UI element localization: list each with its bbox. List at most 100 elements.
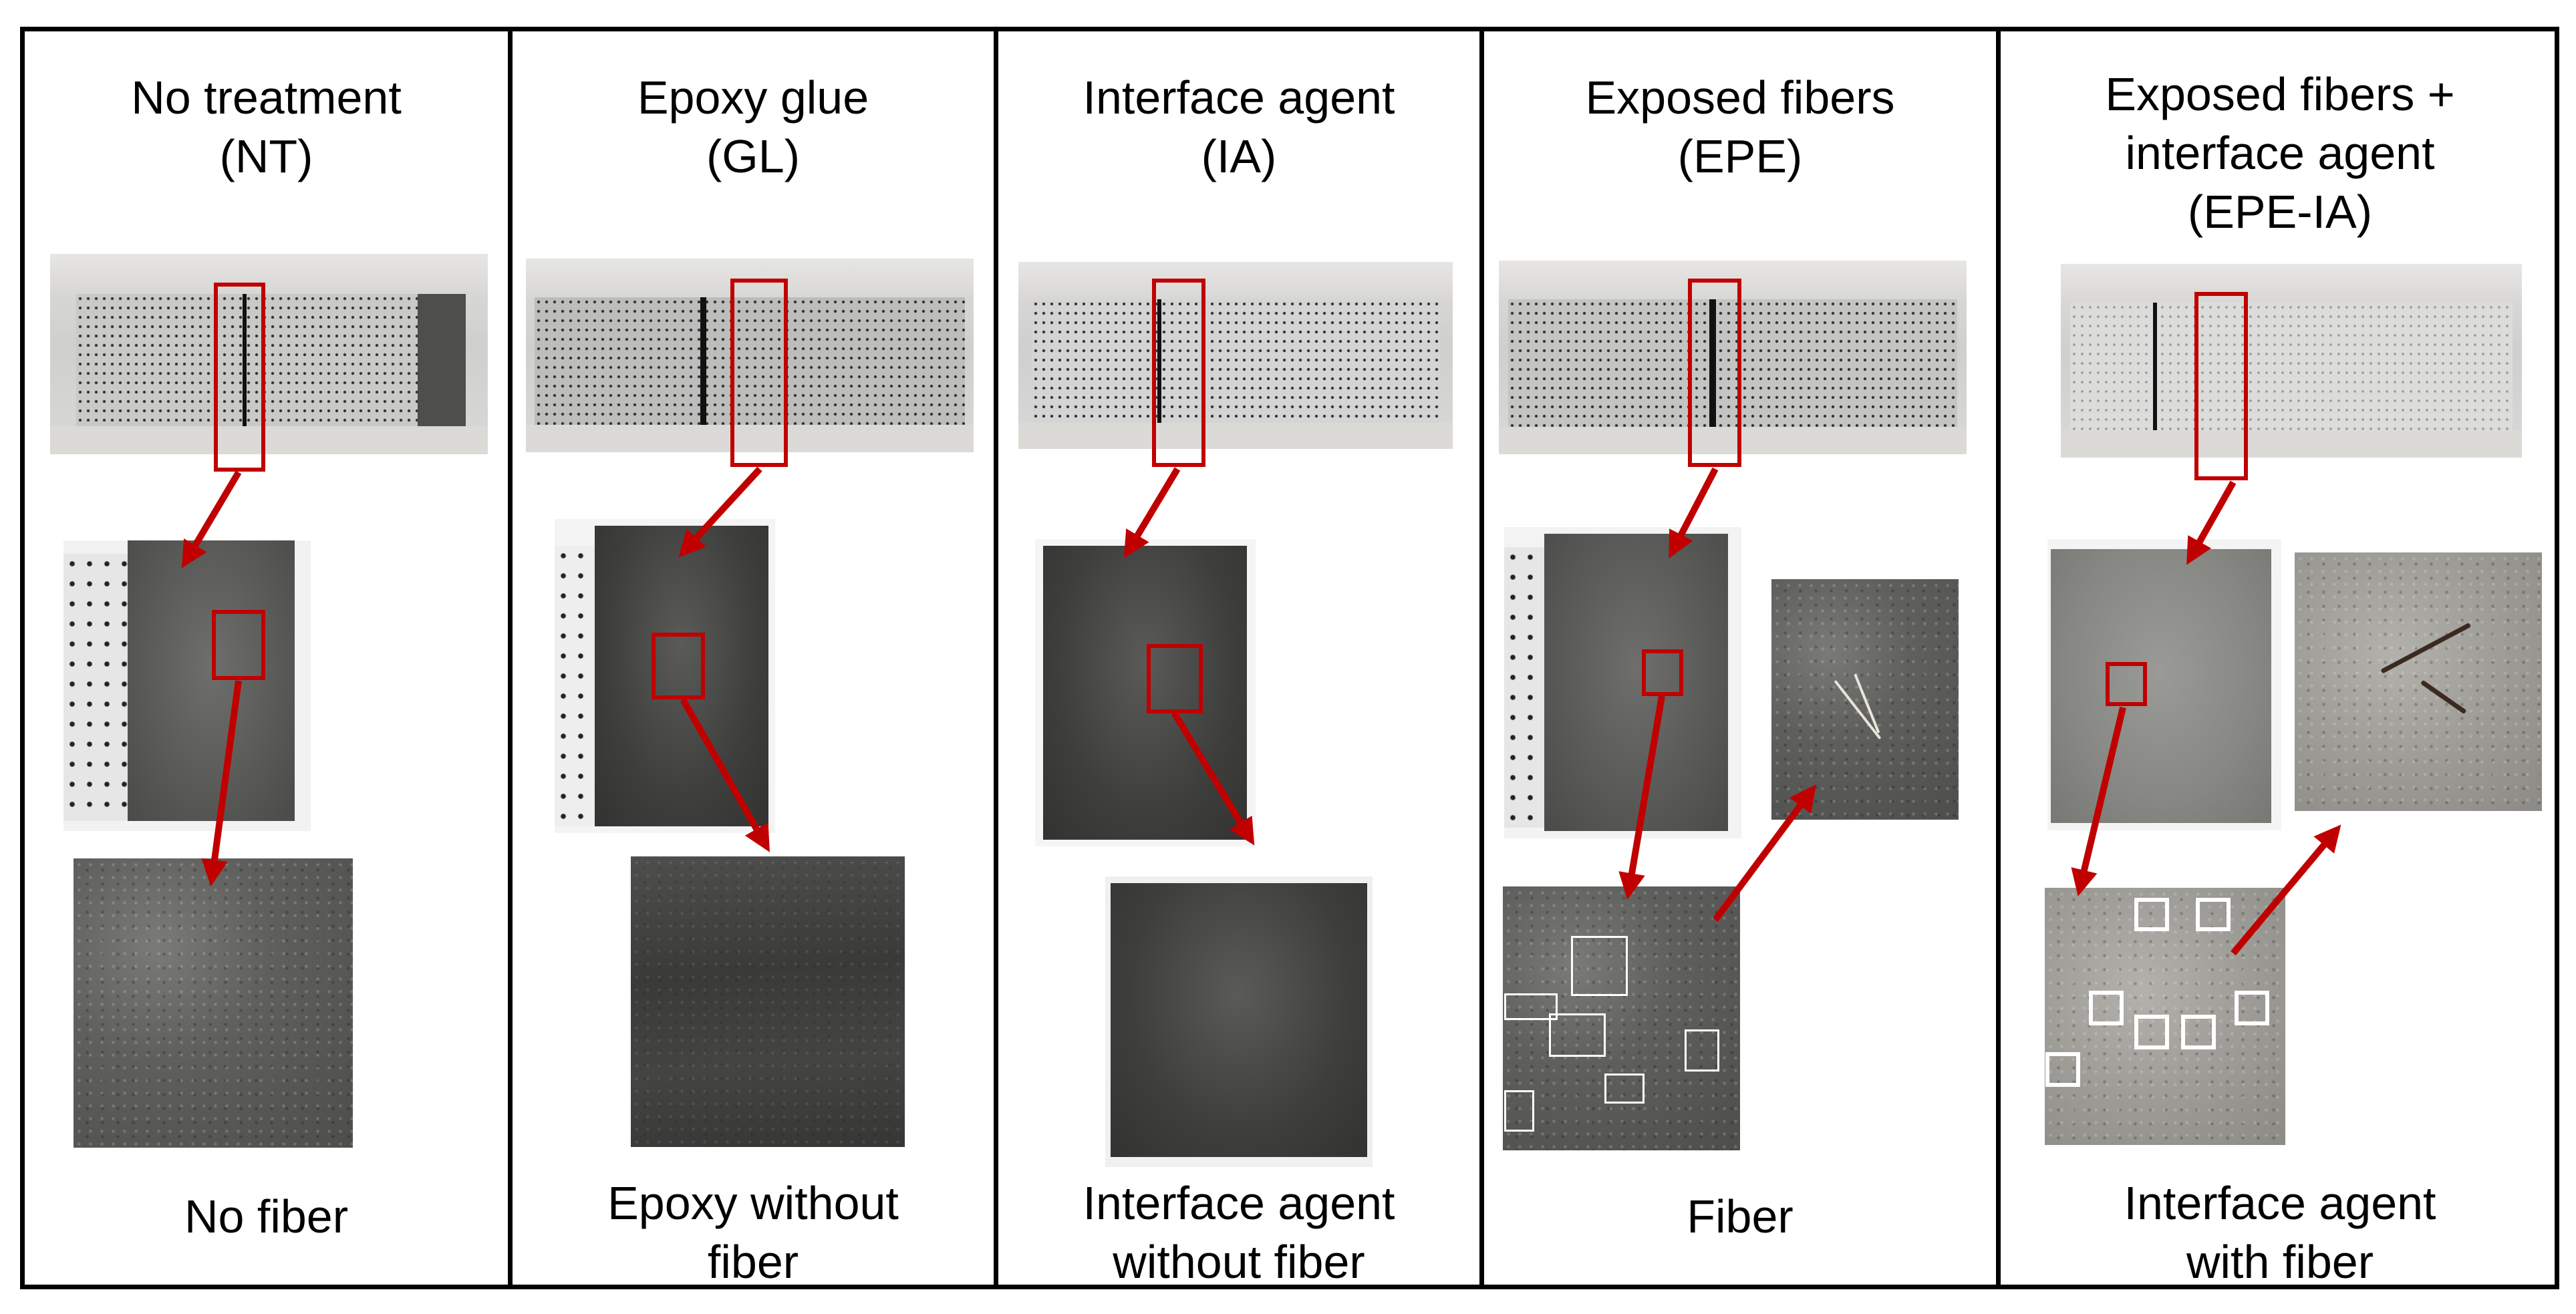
panel-nt: No treatment (NT) No fiber (25, 31, 508, 1285)
panel-caption: No fiber (25, 1187, 508, 1246)
fiber-marker-box (2089, 991, 2124, 1025)
panel-divider (1996, 31, 2001, 1285)
fiber-marker-box (2134, 898, 2169, 931)
beam-photo (1499, 261, 1967, 454)
caption-line: with fiber (2186, 1236, 2374, 1288)
fiber-marker-box (1685, 1029, 1719, 1072)
fiber-marker-box (1504, 993, 1558, 1020)
beam-photo (526, 259, 974, 452)
beam-floor (2061, 430, 2522, 458)
beam-floor (1499, 427, 1967, 454)
beam-end-face (418, 294, 466, 426)
figure-frame: No treatment (NT) No fiber Epoxy glue (G… (20, 27, 2559, 1289)
caption-line: fiber (707, 1236, 799, 1288)
title-line: Exposed fibers + (2105, 68, 2455, 120)
fiber-marker-box (2235, 991, 2269, 1025)
title-line: interface agent (2125, 127, 2435, 179)
surface-texture (631, 856, 905, 1147)
title-line: (NT) (219, 130, 313, 182)
fracture-block-photo (2047, 539, 2281, 830)
crack-highlight-box (214, 283, 265, 472)
crack-highlight-box (1688, 279, 1741, 467)
block-side-face (1504, 547, 1551, 828)
fiber-closeup-photo (2295, 552, 2542, 811)
title-line: Interface agent (1083, 71, 1395, 124)
panel-gl: Epoxy glue (GL) Epoxy without fiber (513, 31, 994, 1288)
beam-surface (1031, 299, 1440, 423)
title-line: No treatment (131, 71, 402, 124)
caption-line: without fiber (1113, 1236, 1365, 1288)
caption-line: Interface agent (2124, 1177, 2436, 1229)
beam-floor (50, 426, 488, 454)
fiber-marker-box (1571, 936, 1628, 996)
fracture-surface (1043, 546, 1247, 840)
crack-line (1157, 299, 1161, 423)
panel-caption: Interface agent with fiber (2001, 1174, 2559, 1291)
beam-floor (1018, 422, 1453, 449)
closeup-photo (1105, 876, 1373, 1167)
caption-line: Epoxy without (607, 1177, 899, 1229)
zoom-highlight-box (2106, 662, 2147, 706)
panel-title: No treatment (NT) (25, 68, 508, 186)
caption-line: Interface agent (1083, 1177, 1395, 1229)
panel-caption: Interface agent without fiber (998, 1174, 1479, 1291)
zoom-highlight-box (212, 610, 265, 680)
beam-photo (50, 254, 488, 454)
beam-floor (526, 425, 974, 452)
title-line: (GL) (706, 130, 800, 182)
beam-photo (1018, 262, 1453, 449)
beam-surface (1508, 299, 1957, 428)
fiber-closeup-photo (1771, 579, 1959, 820)
title-line: Exposed fibers (1585, 71, 1895, 124)
panel-title: Exposed fibers (EPE) (1484, 68, 1996, 186)
panel-epe-ia: Exposed fibers + interface agent (EPE-IA… (2001, 31, 2559, 1288)
panel-caption: Fiber (1484, 1187, 1996, 1246)
zoom-highlight-box (652, 633, 705, 699)
beam-photo (2061, 264, 2522, 458)
caption-line: No fiber (184, 1190, 349, 1243)
caption-line: Fiber (1687, 1190, 1794, 1243)
fracture-block-photo (1035, 539, 1256, 846)
zoom-highlight-box (1147, 644, 1203, 713)
surface-texture (2295, 552, 2542, 811)
panel-divider (1479, 31, 1484, 1285)
fracture-block-photo (1504, 527, 1741, 838)
beam-surface (2069, 303, 2513, 431)
title-line: (EPE-IA) (2187, 186, 2373, 238)
closeup-photo (74, 858, 353, 1148)
title-line: (IA) (1201, 130, 1277, 182)
title-line: (EPE) (1677, 130, 1803, 182)
crack-line (243, 294, 247, 426)
crack-highlight-box (730, 279, 788, 467)
fracture-surface (2051, 549, 2271, 823)
fiber-marker-box (2134, 1015, 2169, 1049)
fiber-marker-box (1504, 1090, 1534, 1132)
crack-highlight-box (1152, 279, 1205, 467)
panel-title: Interface agent (IA) (998, 68, 1479, 186)
title-line: Epoxy glue (637, 71, 869, 124)
crack-highlight-box (2194, 292, 2248, 480)
fiber-marker-box (1604, 1074, 1644, 1104)
panel-ia: Interface agent (IA) Interface agent wit… (998, 31, 1479, 1288)
fiber-marker-box (2045, 1052, 2080, 1087)
zoom-highlight-box (1642, 649, 1683, 696)
crack-line (2153, 303, 2157, 431)
panel-epe: Exposed fibers (EPE) Fiber (1484, 31, 1996, 1285)
panel-caption: Epoxy without fiber (513, 1174, 994, 1291)
crack-line (700, 297, 707, 426)
fiber-marker-box (1549, 1013, 1606, 1057)
panel-divider (994, 31, 998, 1285)
crack-line (1709, 299, 1716, 428)
panel-divider (508, 31, 513, 1285)
fiber-marker-box (2196, 898, 2231, 931)
fracture-surface (1111, 883, 1367, 1157)
panel-title: Exposed fibers + interface agent (EPE-IA… (2001, 65, 2559, 241)
panel-title: Epoxy glue (GL) (513, 68, 994, 186)
closeup-photo (631, 856, 905, 1147)
fracture-surface (1544, 534, 1728, 831)
beam-surface (76, 294, 466, 426)
block-side-face (63, 554, 130, 821)
surface-texture (74, 858, 353, 1148)
beam-surface (535, 297, 965, 426)
fracture-block-photo (63, 540, 311, 831)
